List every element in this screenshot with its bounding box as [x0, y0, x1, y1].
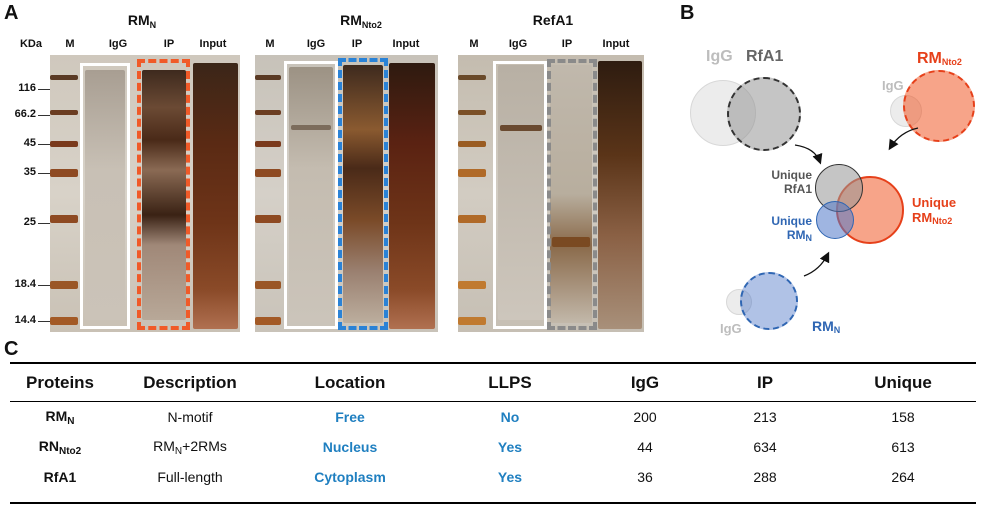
gel-image-refa1 — [458, 55, 644, 332]
arrow-rfa1 — [794, 144, 823, 165]
mw-marker: 25 — [23, 216, 36, 228]
venn-rmn-circle — [740, 272, 798, 330]
protein-table: Proteins Description Location LLPS IgG I… — [10, 364, 976, 492]
cell-unique: 264 — [891, 469, 915, 485]
lane-label: IgG — [306, 38, 326, 50]
cell-protein: RfA1 — [43, 469, 77, 485]
cell-unique: 613 — [891, 439, 915, 455]
cell-ip: 634 — [753, 439, 777, 455]
lane-label: M — [265, 38, 275, 50]
cell-description: N-motif — [167, 409, 213, 425]
venn-rmn-label: RMN — [812, 318, 841, 335]
gel-image-rmn — [50, 55, 240, 332]
venn-rmnto2-circle — [903, 70, 975, 142]
gel-title-rmn: RMN — [127, 12, 157, 30]
cell-llps: Yes — [497, 469, 523, 485]
mw-marker: 14.4 — [14, 314, 36, 326]
cell-description: Full-length — [157, 469, 223, 485]
gel-image-rmnto2 — [255, 55, 438, 332]
mw-marker: 116 — [18, 82, 36, 94]
lane-label: IgG — [108, 38, 128, 50]
ip-highlight-box-refa1 — [547, 59, 597, 330]
mw-marker: 35 — [23, 166, 36, 178]
panel-c-letter: C — [4, 338, 19, 360]
venn-rfa1-label: RfA1 — [746, 48, 784, 65]
table-header-rule — [10, 401, 976, 402]
cell-protein: RMN — [45, 407, 75, 427]
panel-b-letter: B — [680, 2, 695, 24]
arrow-rmn — [803, 251, 830, 277]
cell-description: RMN+2RMs — [153, 437, 227, 457]
venn-igg-label: IgG — [882, 78, 904, 93]
gel-title-rmnto2: RMNto2 — [340, 12, 382, 30]
header-unique: Unique — [874, 373, 932, 392]
header-llps: LLPS — [488, 373, 532, 392]
cell-ip: 213 — [753, 409, 777, 425]
header-igg: IgG — [630, 373, 660, 392]
venn-rfa1-circle — [727, 77, 801, 151]
header-ip: IP — [756, 373, 774, 392]
venn-igg-label: IgG — [720, 321, 742, 336]
mw-marker: 18.4 — [14, 278, 36, 290]
lane-label: IP — [561, 38, 573, 50]
venn-arrows — [794, 127, 919, 277]
cell-ip: 288 — [753, 469, 777, 485]
table-header-row: Proteins Description Location LLPS IgG I… — [10, 364, 976, 402]
gel-title-refa1: RefA1 — [532, 12, 574, 28]
cell-location: Nucleus — [322, 439, 378, 455]
cell-llps: No — [500, 409, 520, 425]
lane-label: M — [65, 38, 75, 50]
table-bottom-rule — [10, 502, 976, 504]
venn-igg-label: IgG — [706, 48, 733, 65]
header-proteins: Proteins — [25, 373, 95, 392]
lane-label: Input — [392, 38, 420, 50]
mw-marker: 66.2 — [14, 108, 36, 120]
cell-unique: 158 — [891, 409, 915, 425]
cell-protein: RNNto2 — [38, 437, 82, 457]
header-location: Location — [314, 373, 386, 392]
table-row: RMN N-motif Free No 200 213 158 — [10, 402, 976, 432]
arrow-rmnto2 — [888, 127, 919, 151]
ip-highlight-box-rmn — [137, 59, 190, 330]
cell-llps: Yes — [497, 439, 523, 455]
cell-igg: 36 — [637, 469, 653, 485]
lane-label: Input — [602, 38, 630, 50]
header-description: Description — [143, 373, 237, 392]
cell-location: Cytoplasm — [314, 469, 386, 485]
lane-label: M — [469, 38, 479, 50]
ip-highlight-box-rmnto2 — [338, 58, 388, 330]
panel-a-letter: A — [4, 2, 19, 24]
cell-location: Free — [335, 409, 365, 425]
table-top-rule — [10, 362, 976, 364]
table-row: RNNto2 RMN+2RMs Nucleus Yes 44 634 613 — [10, 432, 976, 462]
lane-label: IgG — [508, 38, 528, 50]
cell-igg: 44 — [637, 439, 653, 455]
table-row: RfA1 Full-length Cytoplasm Yes 36 288 26… — [10, 462, 976, 492]
lane-label: IP — [351, 38, 363, 50]
kda-label: KDa — [19, 38, 42, 50]
venn-rmnto2-label: RMNto2 — [917, 50, 962, 67]
lane-label: IP — [163, 38, 175, 50]
center-rmn-circle — [816, 201, 854, 239]
mw-marker: 45 — [23, 137, 36, 149]
cell-igg: 200 — [633, 409, 657, 425]
lane-label: Input — [199, 38, 227, 50]
